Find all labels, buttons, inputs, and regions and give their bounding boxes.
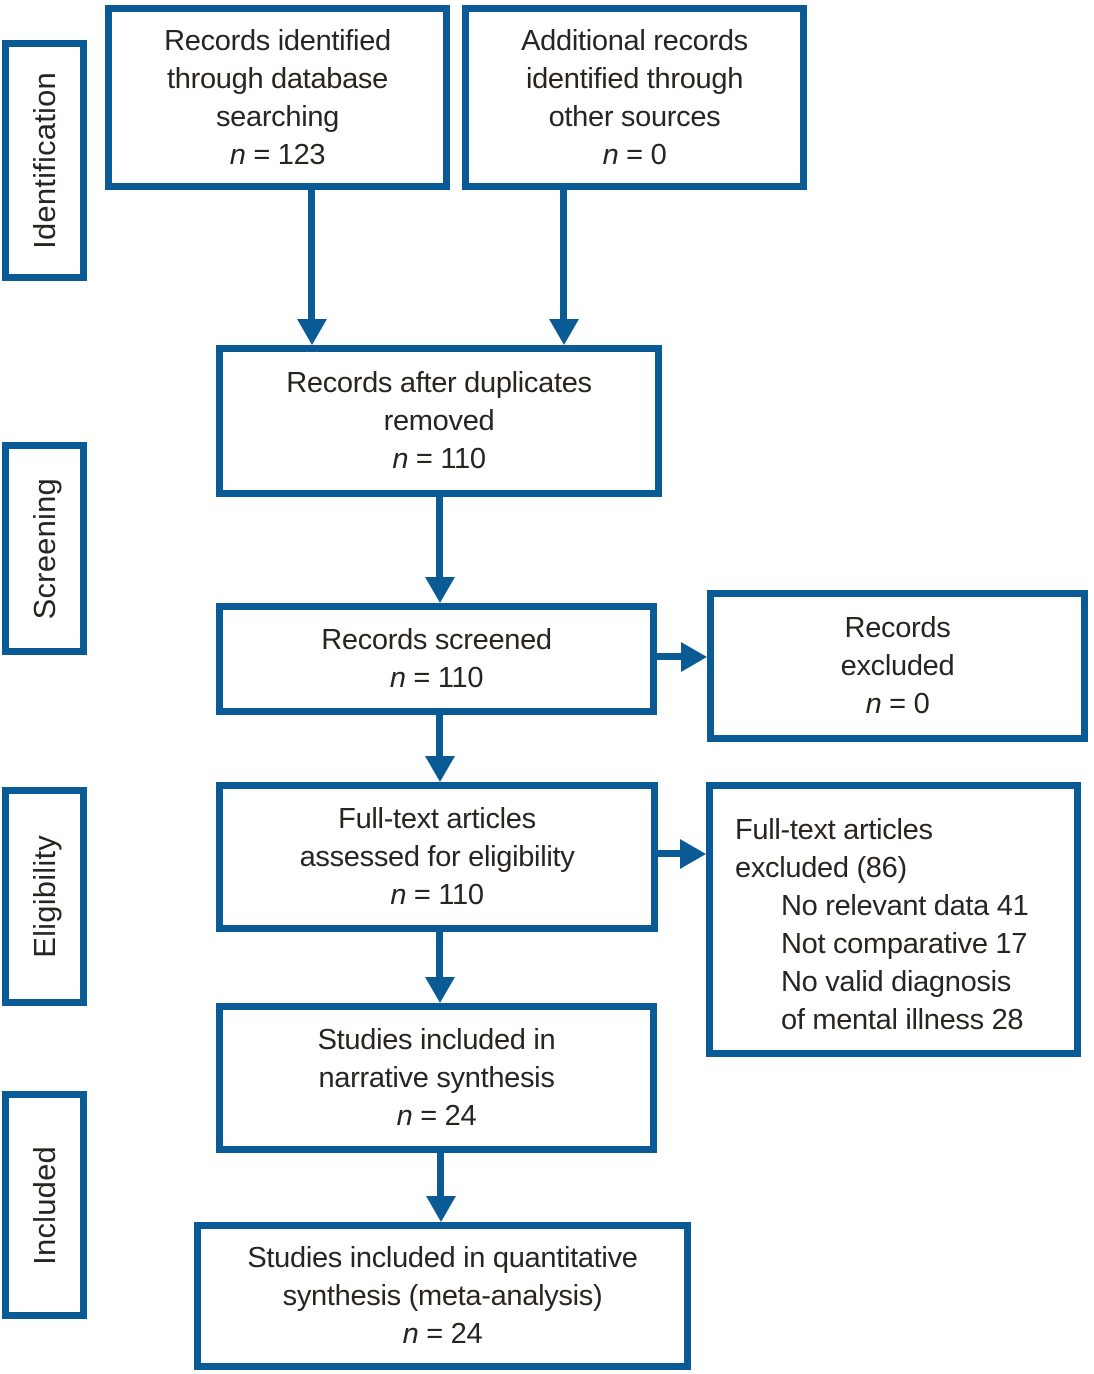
arrow-shaft [657,653,683,660]
box-records-after-duplicates-count: n = 110 [392,443,486,475]
box-fulltext-assessed-text: Full-text articles assessed for eligibil… [299,803,575,873]
box-additional-records-other-sources: Additional records identified through ot… [462,5,807,190]
arrow-shaft [658,850,682,857]
box-records-excluded-text: Records excluded [840,612,955,682]
arrow-down-icon [549,319,579,345]
box-records-screened: Records screened n = 110 [216,603,657,715]
arrow-shaft [436,497,443,577]
box-records-after-duplicates-text: Records after duplicates removed [286,367,592,437]
box-records-excluded-count: n = 0 [865,688,930,720]
box-fulltext-excluded: Full-text articles excluded (86) No rele… [706,782,1081,1057]
box-narrative-synthesis-text: Studies included in narrative synthesis [317,1024,556,1094]
box-records-database-search-text: Records identified through database sear… [164,24,391,133]
box-records-database-search: Records identified through database sear… [105,5,450,190]
box-additional-records-other-sources-count: n = 0 [602,138,667,171]
box-additional-records-other-sources-text: Additional records identified through ot… [521,24,748,133]
box-records-screened-text: Records screened [321,624,552,656]
box-narrative-synthesis-count: n = 24 [396,1100,477,1132]
stage-label-screening-text: Screening [26,477,62,620]
arrow-down-icon [425,756,455,782]
box-quantitative-synthesis-text: Studies included in quantitative synthes… [247,1242,638,1312]
box-fulltext-excluded-title: Full-text articles excluded (86) [735,814,933,884]
stage-label-eligibility: Eligibility [2,787,87,1006]
arrow-shaft [437,1153,444,1196]
box-narrative-synthesis: Studies included in narrative synthesis … [216,1003,657,1153]
arrow-shaft [436,932,443,977]
box-quantitative-synthesis: Studies included in quantitative synthes… [194,1222,691,1370]
arrow-shaft [560,190,567,319]
stage-label-included-text: Included [26,1145,62,1265]
arrow-down-icon [425,577,455,603]
box-records-screened-count: n = 110 [389,662,484,694]
arrow-down-icon [426,1196,456,1222]
box-quantitative-synthesis-count: n = 24 [402,1318,483,1350]
arrow-down-icon [297,319,327,345]
box-fulltext-assessed: Full-text articles assessed for eligibil… [216,782,658,932]
box-records-excluded: Records excluded n = 0 [707,590,1088,742]
box-fulltext-excluded-reasons: No relevant data 41 Not comparative 17 N… [781,890,1029,1036]
arrow-shaft [436,715,443,756]
stage-label-included: Included [2,1091,87,1319]
arrow-shaft [308,190,315,319]
stage-label-identification-text: Identification [26,72,62,249]
box-fulltext-assessed-count: n = 110 [390,879,484,911]
arrow-right-icon [681,642,707,672]
stage-label-eligibility-text: Eligibility [26,835,62,958]
box-records-after-duplicates: Records after duplicates removed n = 110 [216,345,662,497]
arrow-down-icon [425,977,455,1003]
arrow-right-icon [680,839,706,869]
stage-label-identification: Identification [2,40,87,281]
stage-label-screening: Screening [2,442,87,655]
box-records-database-search-count: n = 123 [229,138,326,171]
